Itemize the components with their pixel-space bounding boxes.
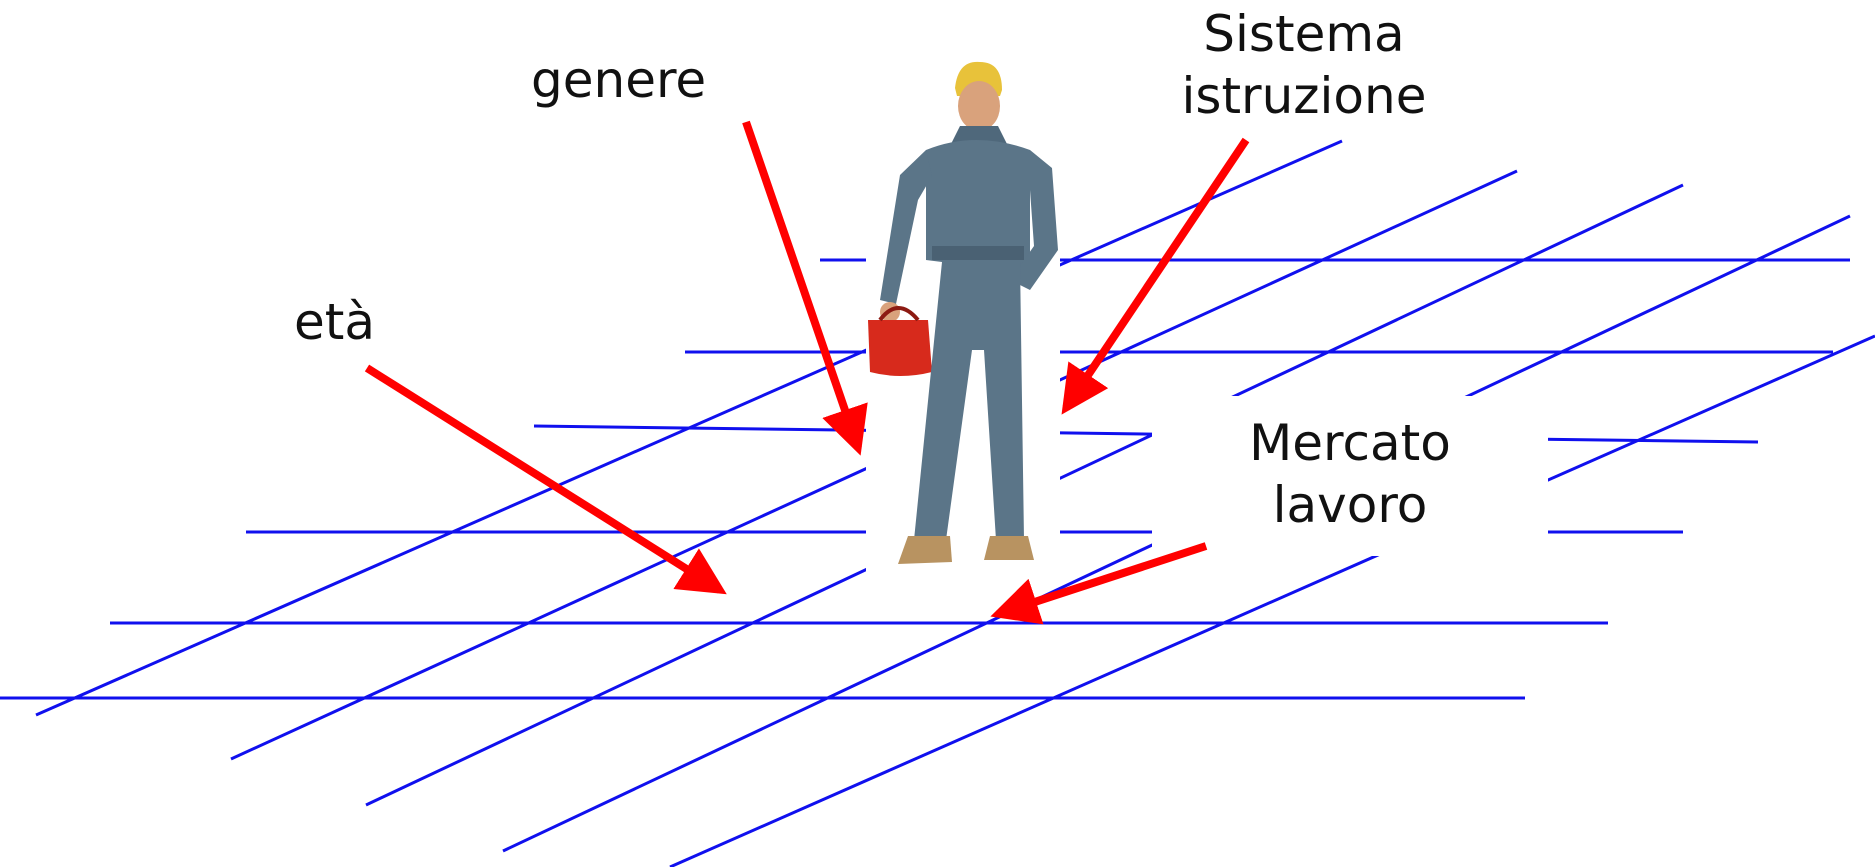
belt-shape xyxy=(932,246,1024,260)
arrow-eta xyxy=(364,364,727,595)
label-mercato-line2: lavoro xyxy=(1272,476,1428,534)
mercato-label-backdrop xyxy=(1152,396,1548,556)
toolbag-icon xyxy=(868,320,932,376)
label-sistema-line2: istruzione xyxy=(1181,67,1427,125)
label-eta: età xyxy=(294,293,376,351)
arrow-sistema-istruzione xyxy=(1061,137,1250,415)
label-sistema-istruzione: Sistema istruzione xyxy=(1174,3,1434,127)
left-boot-shape xyxy=(898,536,952,564)
d-line-1 xyxy=(35,139,1343,717)
head-shape xyxy=(958,81,1000,131)
toolbag-handle xyxy=(878,306,920,322)
arrow-mercato-lavoro xyxy=(990,542,1208,625)
worker-icon xyxy=(868,61,1058,564)
right-boot-shape xyxy=(984,536,1034,560)
red-arrows xyxy=(364,120,1250,625)
right-arm-shape xyxy=(1010,150,1058,290)
left-arm-shape xyxy=(880,150,932,304)
label-genere: genere xyxy=(531,51,707,109)
h-line-3 xyxy=(533,424,1759,444)
label-mercato-line1: Mercato xyxy=(1249,414,1451,472)
label-sistema-line1: Sistema xyxy=(1203,5,1405,63)
label-mercato-lavoro: Mercato lavoro xyxy=(1220,412,1480,536)
d-line-5 xyxy=(669,334,1875,867)
legs-shape xyxy=(914,262,1024,540)
arrow-genere xyxy=(742,120,868,456)
